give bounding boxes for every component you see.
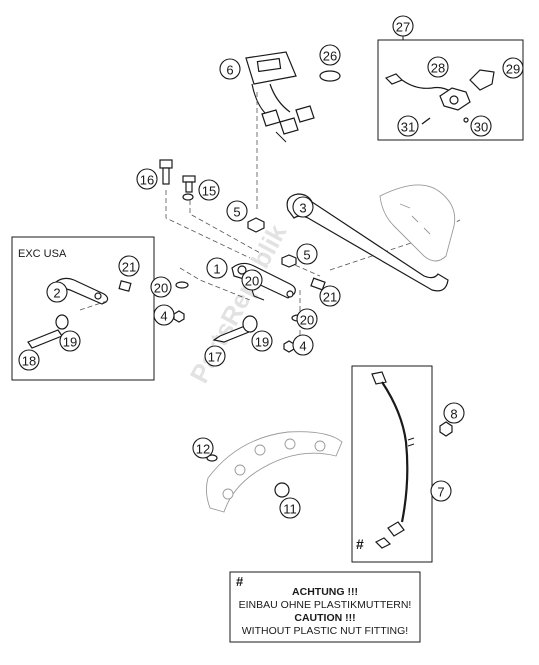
note-hash-symbol: # — [236, 574, 244, 589]
callout-8: 8 — [443, 402, 465, 424]
washer-20-left — [175, 281, 189, 289]
rubber-19-inset — [55, 314, 69, 330]
callout-number: 28 — [431, 61, 445, 76]
callout-30: 30 — [470, 115, 492, 137]
callout-19: 19 — [59, 330, 81, 352]
callout-18: 18 — [18, 349, 40, 371]
inset-box-exc-usa — [11, 236, 155, 381]
callout-number: 4 — [299, 339, 306, 354]
callout-6: 6 — [219, 58, 241, 80]
cable-box — [351, 365, 433, 563]
callout-15: 15 — [198, 179, 220, 201]
nut-8 — [439, 421, 453, 437]
nut-4-left — [173, 310, 185, 323]
callout-number: 1 — [213, 262, 220, 277]
sleeve-21-center — [310, 277, 326, 291]
note-warning-de: ACHTUNG !!! — [292, 586, 358, 598]
callout-number: 2 — [53, 286, 60, 301]
callout-number: 12 — [196, 442, 210, 457]
nut-4-right — [283, 340, 295, 353]
callout-19: 19 — [251, 330, 273, 352]
note-text-de: EINBAU OHNE PLASTIKMUTTERN! — [238, 599, 412, 611]
note-warning-en: CAUTION !!! — [294, 612, 356, 624]
callout-4: 4 — [153, 304, 175, 326]
callout-3: 3 — [292, 196, 314, 218]
inset-label: EXC USA — [18, 248, 67, 260]
callout-17: 17 — [204, 345, 226, 367]
callout-21: 21 — [319, 285, 341, 307]
callout-1: 1 — [206, 257, 228, 279]
watermark-text: PartsRepublik — [184, 219, 293, 388]
callout-12: 12 — [192, 437, 214, 459]
speed-sensor-assembly — [384, 69, 495, 125]
rubber-bushing-19 — [242, 315, 258, 333]
clip-12 — [206, 454, 218, 462]
callout-26: 26 — [319, 44, 341, 66]
callout-20: 20 — [241, 269, 263, 291]
callout-number: 11 — [283, 502, 297, 517]
callout-5: 5 — [296, 243, 318, 265]
note-text-en: WITHOUT PLASTIC NUT FITTING! — [241, 625, 409, 637]
callout-number: 31 — [401, 120, 415, 135]
callout-20: 20 — [296, 308, 318, 330]
callout-number: 6 — [226, 63, 233, 78]
callout-number: 19 — [63, 335, 77, 350]
bracket-2 — [55, 277, 109, 305]
callout-number: 21 — [122, 260, 136, 275]
callout-number: 17 — [208, 350, 222, 365]
headlight-mask-outline — [379, 184, 456, 262]
cable-hash-symbol: # — [356, 536, 364, 552]
callout-20: 20 — [150, 276, 172, 298]
bolt-18 — [27, 329, 63, 349]
callout-number: 21 — [323, 290, 337, 305]
bolt-15 — [182, 175, 196, 193]
callout-number: 20 — [300, 313, 314, 328]
sleeve-21-inset — [118, 280, 132, 292]
callout-31: 31 — [397, 115, 419, 137]
inset-box-27 — [377, 39, 524, 141]
callout-number: 8 — [450, 407, 457, 422]
callout-number: 27 — [396, 20, 410, 35]
callout-5: 5 — [226, 200, 248, 222]
callout-number: 15 — [202, 184, 216, 199]
callout-number: 16 — [140, 173, 154, 188]
callout-number: 5 — [303, 248, 310, 263]
callout-number: 5 — [233, 205, 240, 220]
callout-7: 7 — [430, 480, 452, 502]
callout-28: 28 — [427, 56, 449, 78]
callout-21: 21 — [118, 255, 140, 277]
callout-number: 26 — [323, 49, 337, 64]
speedometer-unit — [245, 51, 315, 143]
callout-16: 16 — [136, 168, 158, 190]
callout-29: 29 — [502, 57, 524, 79]
callout-number: 20 — [245, 274, 259, 289]
speedometer-cable-7 — [371, 371, 415, 549]
washer-15 — [182, 193, 194, 201]
callout-number: 3 — [299, 201, 306, 216]
callout-2: 2 — [46, 281, 68, 303]
callout-27: 27 — [392, 15, 414, 37]
callout-number: 4 — [160, 309, 167, 324]
callout-11: 11 — [279, 497, 301, 519]
callout-number: 20 — [154, 281, 168, 296]
nut-5-right — [281, 254, 297, 268]
nut-5-upper — [247, 217, 265, 233]
grommet-26 — [319, 70, 341, 82]
note-box — [229, 571, 421, 643]
callout-number: 18 — [22, 354, 36, 369]
callout-number: 19 — [255, 335, 269, 350]
callout-number: 30 — [474, 120, 488, 135]
callout-number: 29 — [506, 62, 520, 77]
bolt-16 — [159, 159, 173, 185]
callout-number: 7 — [437, 485, 444, 500]
callout-4: 4 — [292, 334, 314, 356]
magnet-11 — [274, 482, 290, 498]
brake-disc-outline — [205, 431, 343, 513]
